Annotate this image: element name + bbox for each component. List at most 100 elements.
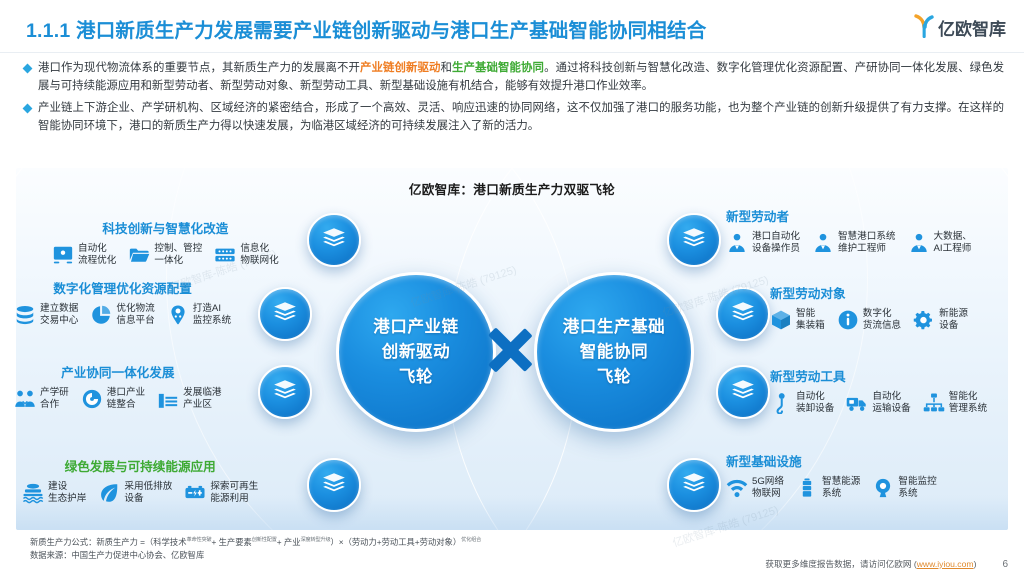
- gear-icon: [913, 309, 935, 331]
- bullet-segment: 产业链上下游企业、产学研机构、区域经济的紧密结合，形成了一个高效、灵活、响应迅速…: [38, 102, 1004, 132]
- node-circle-4: [307, 458, 361, 512]
- database-icon: [14, 304, 36, 326]
- group-item-label: 港口产业链整合: [106, 387, 146, 411]
- camera-monitor-icon: [167, 304, 189, 326]
- group-items: 智能集装箱 数字化货流信息 新能源设备: [770, 308, 968, 333]
- battery-energy-icon: [796, 477, 818, 499]
- group-item-label: 控制、管控一体化: [154, 243, 203, 267]
- group-heading: 绿色发展与可持续能源应用: [64, 460, 216, 474]
- stacked-layers-icon: [730, 299, 756, 330]
- group-right-1: 新型劳动者港口自动化设备操作员智慧港口系统维护工程师大数据、AI工程师: [726, 206, 972, 256]
- brand-logo: 亿欧智库: [913, 14, 1006, 40]
- center-circle-left: 港口产业链创新驱动飞轮: [336, 272, 496, 432]
- group-item-label: 建立数据交易中心: [40, 303, 79, 327]
- page-header: 1.1.1 港口新质生产力发展需要产业链创新驱动与港口生产基础智能协同相结合 亿…: [0, 0, 1024, 53]
- iyiou-link[interactable]: www.iyiou.com: [916, 559, 974, 569]
- group-item-label: 智能集装箱: [796, 308, 825, 332]
- crane-hook-icon: [770, 392, 792, 415]
- group-item: 智能集装箱: [770, 308, 825, 333]
- circle-arrow-icon: [81, 388, 103, 410]
- group-items: 产学研合作 港口产业链整合发展临港产业区: [14, 387, 222, 412]
- bullet-segment: 和: [440, 62, 453, 74]
- footer-right: 获取更多维度报告数据，请访问亿欧网 (www.iyiou.com) 6: [765, 558, 1008, 570]
- bullet-text-1: 港口作为现代物流体系的重要节点，其新质生产力的发展离不开产业链创新驱动和生产基础…: [38, 60, 1004, 95]
- wifi-5g-icon: [726, 477, 748, 499]
- embankment-icon: [22, 482, 44, 504]
- diagram-title: 亿欧智库：港口新质生产力双驱飞轮: [408, 183, 616, 197]
- group-item: 港口自动化设备操作员: [726, 231, 800, 256]
- group-item: 大数据、AI工程师: [908, 231, 972, 256]
- group-item-label: 建设生态护岸: [48, 481, 87, 505]
- page-number: 6: [1002, 559, 1008, 570]
- group-right-2: 新型劳动对象智能集装箱数字化货流信息新能源设备: [770, 283, 968, 333]
- node-circle-6: [716, 287, 770, 341]
- group-items: 5G网络物联网智慧能源系统智能监控系统: [726, 476, 937, 501]
- group-items: 自动化流程优化控制、管控一体化信息化物联网化: [52, 243, 279, 268]
- group-item: 探索可再生能源利用: [184, 481, 258, 506]
- group-item-label: 港口自动化设备操作员: [752, 231, 800, 255]
- group-item-label: 5G网络物联网: [752, 476, 784, 500]
- group-item-label: 数字化货流信息: [862, 308, 902, 332]
- center-circle-left-label: 港口产业链创新驱动飞轮: [373, 317, 459, 386]
- cctv-camera-icon: [872, 477, 894, 499]
- node-circle-7: [716, 365, 770, 419]
- stacked-layers-icon: [681, 225, 707, 256]
- group-left-4: 绿色发展与可持续能源应用建设生态护岸 采用低排放设备 探索可再生能源利用: [22, 456, 258, 506]
- intro-bullets: 港口作为现代物流体系的重要节点，其新质生产力的发展离不开产业链创新驱动和生产基础…: [22, 60, 1004, 140]
- node-circle-5: [667, 213, 721, 267]
- group-left-1: 科技创新与智慧化改造自动化流程优化控制、管控一体化信息化物联网化: [52, 218, 279, 268]
- group-item-label: 新能源设备: [939, 308, 968, 332]
- stacked-layers-icon: [272, 377, 298, 408]
- group-item-label: 智能化管理系统: [948, 391, 988, 415]
- pie-chart-icon: [90, 304, 112, 326]
- group-item: 发展临港产业区: [157, 387, 222, 412]
- group-item: 智慧能源系统: [796, 476, 860, 501]
- group-item: 智能监控系统: [872, 476, 937, 501]
- group-item-label: 自动化运输设备: [872, 391, 911, 415]
- group-item: 建立数据交易中心: [14, 303, 78, 328]
- worker-person-icon: [726, 232, 748, 254]
- group-right-3: 新型劳动工具自动化装卸设备自动化运输设备智能化管理系统: [770, 366, 987, 416]
- group-item: 自动化运输设备: [846, 391, 911, 416]
- network-tree-icon: [923, 392, 945, 414]
- footer-notes: 新质生产力公式：新质生产力 =（科学技术革命性突破+ 生产要素创新性配置+ 产业…: [30, 534, 481, 562]
- x-connector-icon: [480, 320, 540, 380]
- data-source: 数据来源：中国生产力促进中心协会、亿欧智库: [30, 550, 205, 560]
- center-circle-right: 港口生产基础智能协同飞轮: [534, 272, 694, 432]
- diamond-bullet-icon: [22, 103, 33, 114]
- group-item-label: 智慧港口系统维护工程师: [837, 231, 896, 255]
- logo-text: 亿欧智库: [938, 19, 1006, 39]
- center-circle-right-label: 港口生产基础智能协同飞轮: [562, 317, 666, 386]
- stacked-layers-icon: [730, 377, 756, 408]
- group-item: 自动化装卸设备: [770, 391, 834, 416]
- node-circle-1: [307, 213, 361, 267]
- group-item: 数字化货流信息: [837, 308, 901, 333]
- group-item-label: 产学研合作: [40, 387, 69, 411]
- group-item: 智慧港口系统维护工程师: [812, 231, 896, 256]
- bullet-item: 港口作为现代物流体系的重要节点，其新质生产力的发展离不开产业链创新驱动和生产基础…: [22, 60, 1004, 95]
- diamond-bullet-icon: [22, 63, 33, 74]
- stacked-layers-icon: [321, 470, 347, 501]
- group-item: 产学研合作: [14, 387, 69, 412]
- group-item: 优化物流信息平台: [90, 303, 155, 328]
- group-item-label: 优化物流信息平台: [116, 303, 155, 327]
- group-item-label: 探索可再生能源利用: [210, 481, 259, 505]
- group-item: 控制、管控一体化: [128, 243, 202, 268]
- stacked-layers-icon: [681, 470, 707, 501]
- stacked-layers-icon: [321, 225, 347, 256]
- group-item-label: 采用低排放设备: [124, 481, 173, 505]
- bullet-segment: 产业链创新驱动: [360, 62, 441, 74]
- automation-screen-icon: [52, 244, 74, 266]
- node-circle-2: [258, 287, 312, 341]
- folder-icon: [128, 244, 150, 266]
- group-item: 智能化管理系统: [923, 391, 987, 416]
- bullet-segment: 生产基础智能协同: [452, 62, 545, 74]
- group-item-label: 自动化流程优化: [78, 243, 117, 267]
- page-title: 1.1.1 港口新质生产力发展需要产业链创新驱动与港口生产基础智能协同相结合: [26, 20, 707, 42]
- container-box-icon: [770, 309, 792, 331]
- two-people-icon: [14, 388, 36, 410]
